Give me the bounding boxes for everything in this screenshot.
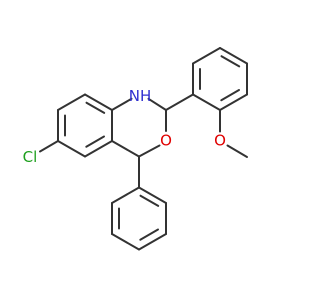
atom-o-methoxy-label: O [214,132,226,150]
bond [192,93,221,111]
aromatic-bond [220,89,240,102]
atom-cl-label: Cl [23,148,38,166]
bond [138,233,167,251]
bond-methyl [226,144,248,158]
bond [111,233,140,251]
bond [138,186,167,204]
phenyl-ring [111,186,167,251]
structure-svg: NH O O Cl [23,47,248,251]
bond [57,93,86,111]
bond [84,140,113,158]
bond [192,47,221,65]
oxazine-ring [111,97,167,158]
bond [165,93,194,111]
chloro-benzene-ring [57,93,113,158]
aromatic-bond [85,135,105,148]
atom-nh-label: NH [129,87,152,105]
bond [219,47,248,65]
atom-o-ring-label: O [160,132,172,150]
bond [111,186,140,204]
bond [138,144,161,158]
bond [84,93,113,111]
aromatic-bond [139,228,159,241]
bond-cl [39,140,59,153]
bond [111,140,140,158]
bond [147,97,167,111]
aromatic-bond [139,194,160,207]
bond [57,140,86,158]
methoxyphenyl-ring [192,47,248,111]
aromatic-bond [85,101,106,114]
aromatic-bond [220,55,241,68]
molecule-diagram: NH O O Cl [23,47,248,251]
bond [111,97,133,111]
bond [219,93,248,111]
